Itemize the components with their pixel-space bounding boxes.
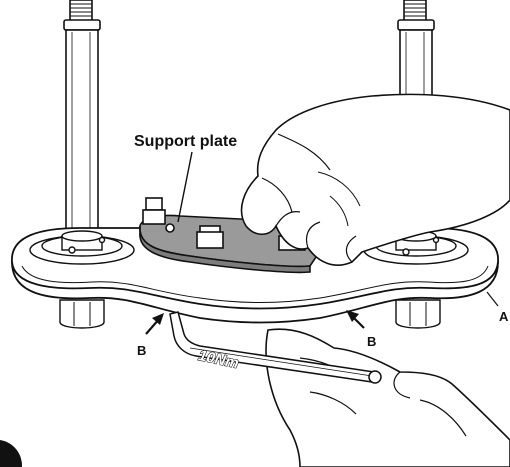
label-b-left: B bbox=[137, 343, 146, 358]
left-fork-tube bbox=[63, 0, 101, 236]
support-plate-label: Support plate bbox=[134, 133, 237, 150]
left-clamp-fittings bbox=[29, 230, 135, 329]
arrow-b-left-icon bbox=[152, 313, 164, 325]
hex-key bbox=[169, 311, 382, 384]
support-plate-callout: Support plate bbox=[134, 133, 237, 223]
label-a: A bbox=[499, 309, 509, 324]
callout-a: A bbox=[486, 291, 509, 324]
label-b-right: B bbox=[367, 334, 376, 349]
upper-hand bbox=[240, 93, 510, 266]
callout-b-right: B bbox=[346, 310, 376, 349]
lower-hand bbox=[265, 328, 510, 467]
step-badge-icon bbox=[0, 440, 23, 467]
support-plate-leader-line bbox=[177, 151, 193, 223]
callout-b-left: B bbox=[137, 313, 164, 358]
arrow-b-right-icon bbox=[346, 310, 359, 322]
